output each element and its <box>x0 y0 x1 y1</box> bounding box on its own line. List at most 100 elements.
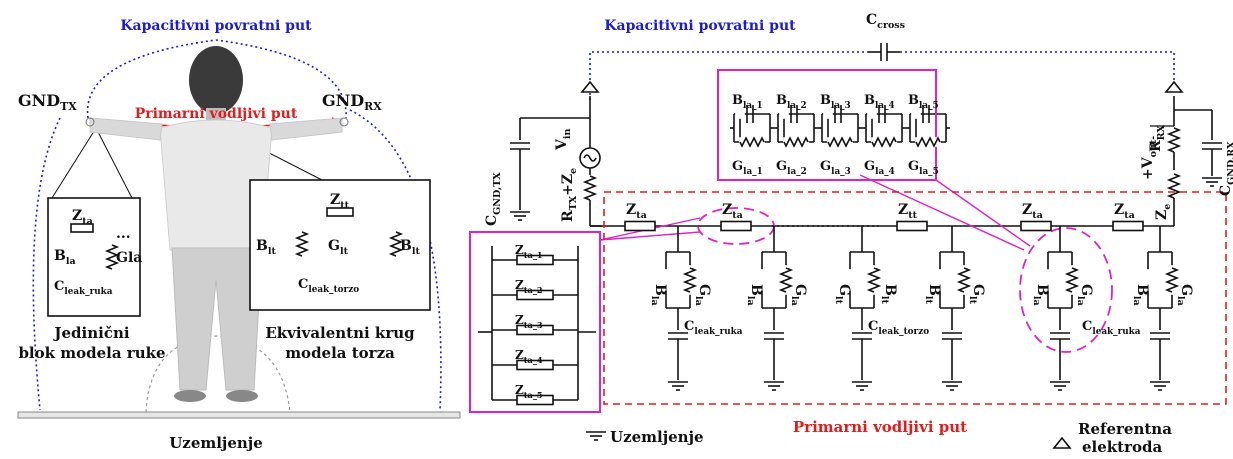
label-subscript: lt <box>967 296 978 305</box>
ground-plate <box>17 411 461 419</box>
right-cap-return-right <box>900 51 1175 90</box>
rrx-label: RRX <box>1148 124 1167 152</box>
left-arm <box>89 117 163 141</box>
label-subscript: la <box>1131 296 1142 306</box>
arm-bla-gla-res <box>104 244 120 270</box>
torso-glt-label: Glt <box>328 238 349 257</box>
gla-part-label: Gla_4 <box>864 159 895 177</box>
label-subscript: GND,TX <box>492 172 503 215</box>
label-base: Z <box>898 202 908 218</box>
cap-gap <box>839 269 861 291</box>
torso-cleak-label: Cleak_torzo <box>298 277 359 295</box>
zta-callout-line2 <box>599 231 701 241</box>
shunt-0-res <box>682 267 698 293</box>
label-subscript: ta <box>732 210 743 221</box>
bla-part-label: Bla_3 <box>820 93 851 111</box>
label-base: Z <box>515 313 524 327</box>
gla-part-label: Gla_5 <box>908 159 939 177</box>
gla-part-label: Gla_2 <box>776 159 807 177</box>
rrx-res <box>1166 127 1182 153</box>
rx-electrode-icon <box>339 117 349 127</box>
gnd-tx-label: GNDTX <box>18 91 77 113</box>
shunt-label-bla: Bla <box>1131 284 1150 306</box>
label-base: B <box>926 284 942 296</box>
reference-electrode-icon <box>580 80 600 93</box>
zta-box <box>70 223 94 233</box>
cap-return-right <box>349 109 442 411</box>
label-base: G <box>1178 284 1194 296</box>
cap-return-left <box>32 117 61 411</box>
zta-part-box <box>516 324 554 336</box>
label-subscript: la_1 <box>743 101 763 111</box>
rtx-res <box>582 175 598 201</box>
gla-part-label: Gla_1 <box>732 159 763 177</box>
cap-gap <box>1137 269 1159 291</box>
gla-part-res <box>739 136 765 148</box>
label-base: B <box>820 93 831 108</box>
label-subscript: RX <box>1156 124 1167 140</box>
shunt-label-bla: Bla <box>1031 284 1050 306</box>
arm-bla-label: Bla <box>54 248 76 267</box>
label-base: B <box>908 93 919 108</box>
shunt-label-blt: Blt <box>923 284 942 304</box>
label-subscript: ta <box>636 210 647 221</box>
label-base: B <box>1034 284 1050 296</box>
label-subscript: la_3 <box>831 101 851 111</box>
feet-field <box>145 335 291 413</box>
zta-rail-1 <box>624 220 656 232</box>
components-layer <box>17 46 1227 449</box>
zta-rail-3 <box>1020 220 1052 232</box>
shunt-label-glt: Glt <box>967 284 986 305</box>
cleak-ruka-label-1: Cleak_ruka <box>684 319 743 337</box>
label-tail: +Z <box>560 174 576 196</box>
label-subscript: ta_3 <box>524 320 543 330</box>
shunt-5-res <box>1164 267 1180 293</box>
zta-part-box <box>516 254 554 266</box>
shunt-label-bla: Bla <box>745 284 764 306</box>
shunt-label-gla: Gla <box>693 284 712 306</box>
label-subscript: cross <box>877 20 905 31</box>
gap <box>823 109 833 119</box>
cgnd-tx-label: CGND,TX <box>484 172 503 226</box>
label-base: B <box>652 284 668 296</box>
cap-gap <box>655 269 677 291</box>
label-subscript: lt <box>412 246 421 257</box>
label-subscript: la_2 <box>787 101 807 111</box>
arm-dots-label: ... <box>116 226 131 242</box>
label-base: G <box>792 284 808 296</box>
label-subscript: ta <box>1032 210 1043 221</box>
label-base: Z <box>515 278 524 292</box>
label-subscript: la <box>789 296 800 306</box>
label-tail-subscript: e <box>568 168 579 174</box>
label-base: G <box>1078 284 1094 296</box>
label-subscript: ta_1 <box>524 250 543 260</box>
label-base: GND <box>18 91 60 110</box>
label-base: R <box>1148 140 1164 152</box>
label-subscript: RX <box>364 100 382 113</box>
label-subscript: leak_ruka <box>1092 327 1140 337</box>
torso-ztt-label: Ztt <box>330 192 350 211</box>
bla-part-label: Bla_1 <box>732 93 763 111</box>
primary-path-label: Primarni vodljivi put <box>135 106 298 122</box>
zta-part-label: Zta_4 <box>515 348 543 365</box>
label-subscript: ta <box>82 216 93 227</box>
label-subscript: la <box>649 296 660 306</box>
label-base: V <box>554 138 570 151</box>
label-subscript: GND,RX <box>1226 141 1233 185</box>
label-subscript: in <box>562 129 573 140</box>
gap <box>779 109 789 119</box>
zta-rail-2 <box>720 220 752 232</box>
label-base: Z <box>515 383 524 397</box>
torso-blt-label-r: Blt <box>400 238 420 257</box>
arm-cleak-label: Cleak_ruka <box>54 279 113 297</box>
torso-shirt <box>159 119 273 251</box>
label-subscript: leak_ruka <box>64 287 112 297</box>
label-base: Z <box>626 202 636 218</box>
label-base: G <box>908 159 919 174</box>
label-base: G <box>776 159 787 174</box>
label-subscript: la <box>745 296 756 306</box>
shunt-label-glt: Glt <box>833 284 852 305</box>
shunt-1-res <box>778 267 794 293</box>
label-base: G <box>836 284 852 296</box>
label-subscript: out- <box>1148 136 1159 158</box>
